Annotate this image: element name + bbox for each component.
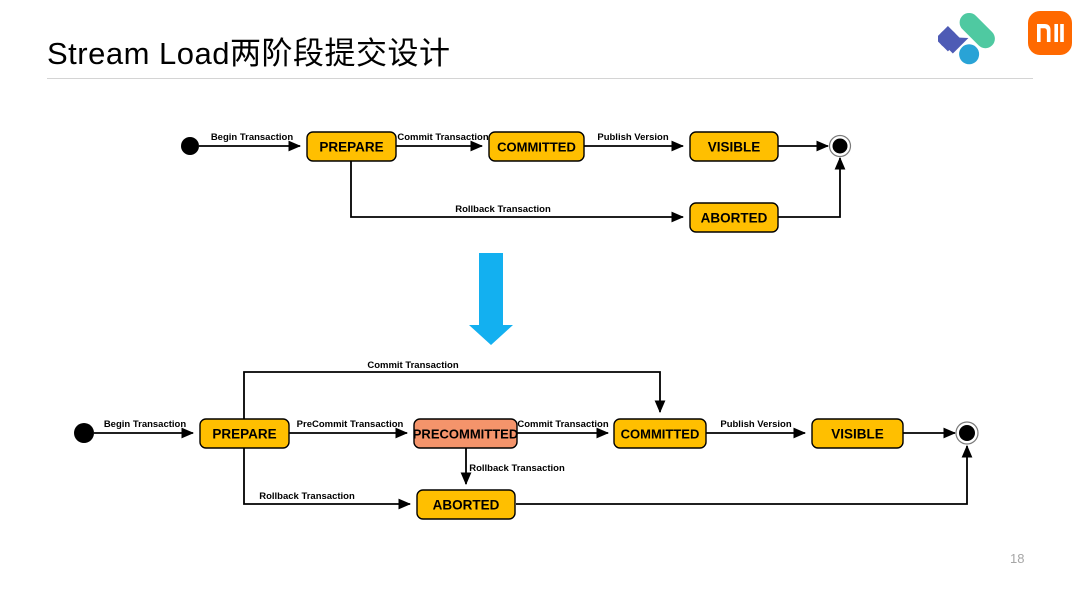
top-edge-aborted-end bbox=[778, 156, 846, 218]
bottom-edge-label-begin: Begin Transaction bbox=[104, 419, 187, 430]
bottom-state-committed: COMMITTED bbox=[613, 418, 707, 449]
top-state-visible-label: VISIBLE bbox=[708, 140, 761, 155]
bottom-state-aborted-label: ABORTED bbox=[433, 498, 500, 513]
top-final-state bbox=[828, 134, 852, 158]
bottom-state-aborted: ABORTED bbox=[416, 489, 516, 520]
page-number: 18 bbox=[1010, 551, 1025, 566]
bottom-state-visible: VISIBLE bbox=[811, 418, 904, 449]
bottom-edge-label-rollback-prepare: Rollback Transaction bbox=[259, 491, 355, 502]
bottom-edge-rollback-prepare bbox=[243, 448, 412, 510]
bottom-edge-label-publish: Publish Version bbox=[720, 419, 791, 430]
top-edge-label-begin: Begin Transaction bbox=[211, 132, 294, 143]
top-edge-label-rollback: Rollback Transaction bbox=[455, 204, 551, 215]
top-initial-state bbox=[181, 137, 199, 155]
bottom-initial-state bbox=[74, 423, 94, 443]
bottom-state-precommitted-label: PRECOMMITTED bbox=[413, 426, 518, 441]
bottom-state-prepare: PREPARE bbox=[199, 418, 290, 449]
top-state-aborted-label: ABORTED bbox=[701, 211, 768, 226]
top-edge-label-commit: Commit Transaction bbox=[397, 132, 489, 143]
top-edge-rollback bbox=[350, 161, 685, 223]
top-edge-label-publish: Publish Version bbox=[597, 132, 668, 143]
top-state-visible: VISIBLE bbox=[689, 131, 779, 162]
top-state-committed: COMMITTED bbox=[488, 131, 585, 162]
bottom-edge-label-rollback-precommitted: Rollback Transaction bbox=[469, 463, 565, 474]
bottom-diagram: PREPARE PRECOMMITTED COMMITTED VISIBLE A… bbox=[74, 360, 979, 520]
top-diagram: PREPARE COMMITTED VISIBLE ABORTED bbox=[181, 131, 852, 233]
bottom-edge-label-precommit: PreCommit Transaction bbox=[297, 419, 404, 430]
top-state-committed-label: COMMITTED bbox=[497, 139, 576, 154]
bottom-edge-label-commit-bypass: Commit Transaction bbox=[367, 360, 459, 371]
top-state-prepare: PREPARE bbox=[306, 131, 397, 162]
apache-doris-logo bbox=[935, 10, 996, 66]
page-title: Stream Load两阶段提交设计 bbox=[47, 36, 451, 71]
bottom-edge-label-commit: Commit Transaction bbox=[517, 419, 609, 430]
bottom-edge-aborted-end bbox=[516, 444, 973, 505]
bottom-state-prepare-label: PREPARE bbox=[212, 427, 276, 442]
bottom-state-committed-label: COMMITTED bbox=[621, 426, 700, 441]
bottom-final-state bbox=[955, 421, 979, 445]
xiaomi-mi-logo bbox=[1028, 11, 1072, 55]
bottom-edge-commit-bypass bbox=[243, 371, 666, 419]
top-state-prepare-label: PREPARE bbox=[319, 140, 383, 155]
bottom-state-precommitted: PRECOMMITTED bbox=[413, 418, 518, 449]
bottom-state-visible-label: VISIBLE bbox=[831, 427, 884, 442]
blue-down-arrow bbox=[469, 253, 513, 345]
title-divider bbox=[47, 78, 1033, 79]
top-state-aborted: ABORTED bbox=[689, 202, 779, 233]
